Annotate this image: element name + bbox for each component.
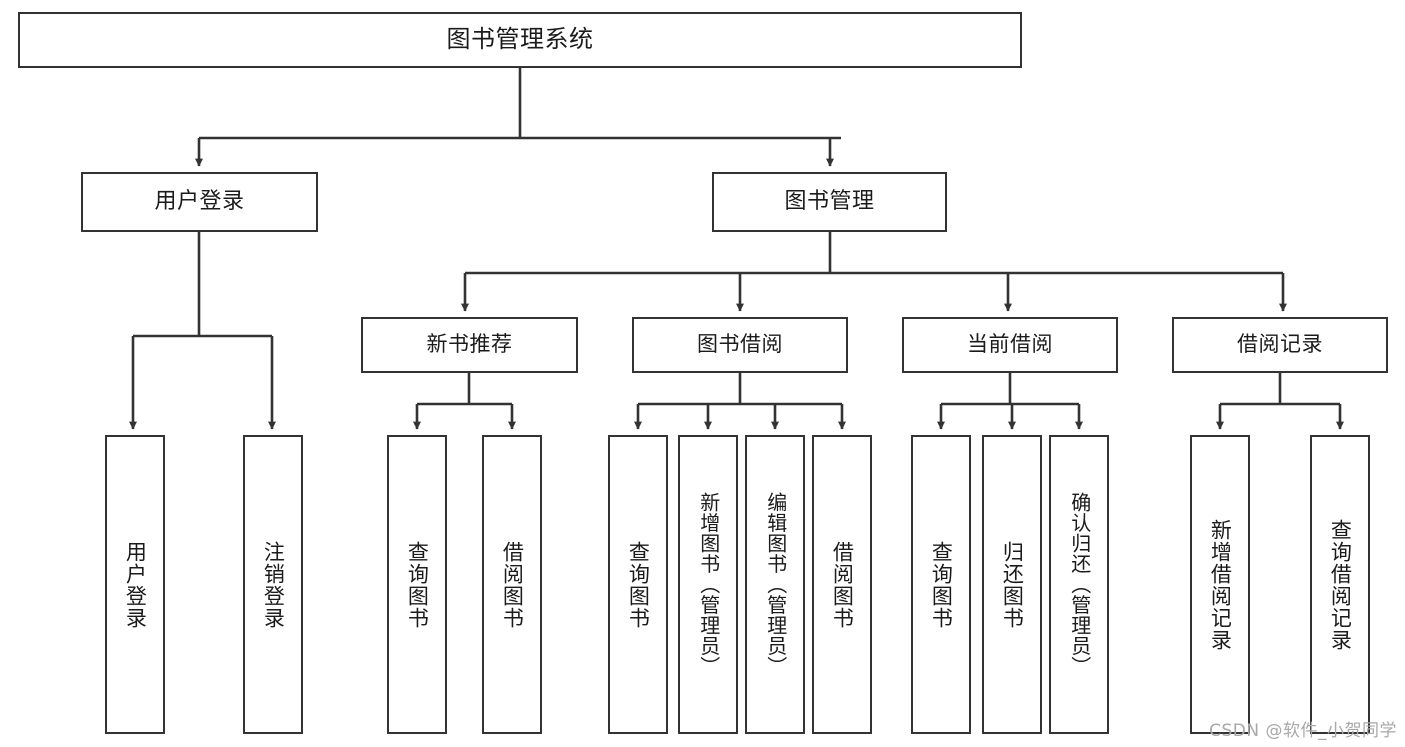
edge-group-current-borrow [937, 373, 1083, 430]
node-leaf-edit-book-admin[interactable]: 编辑图书（管理员） [745, 435, 805, 734]
node-leaf-borrow-book-1-label: 借阅图书 [500, 540, 525, 629]
node-book-manage[interactable]: 图书管理 [712, 172, 947, 232]
node-leaf-add-record[interactable]: 新增借阅记录 [1190, 435, 1250, 734]
node-book-borrow[interactable]: 图书借阅 [632, 317, 848, 373]
node-book-manage-label: 图书管理 [784, 188, 875, 214]
node-current-borrow-label: 当前借阅 [967, 332, 1053, 357]
node-borrow-record-label: 借阅记录 [1237, 332, 1323, 357]
node-leaf-borrow-book-1[interactable]: 借阅图书 [482, 435, 542, 734]
node-leaf-add-book-admin-label: 新增图书（管理员） [696, 492, 721, 677]
node-leaf-query-book-3-label: 查询图书 [929, 540, 954, 629]
node-leaf-user-login-label: 用户登录 [123, 540, 148, 629]
node-user-login[interactable]: 用户登录 [81, 172, 318, 232]
node-leaf-return-book[interactable]: 归还图书 [982, 435, 1042, 734]
node-book-borrow-label: 图书借阅 [697, 332, 783, 357]
node-leaf-query-record[interactable]: 查询借阅记录 [1310, 435, 1370, 734]
edge-group-user-login [129, 232, 276, 430]
node-leaf-query-book-3[interactable]: 查询图书 [911, 435, 971, 734]
node-leaf-confirm-return-admin[interactable]: 确认归还（管理员） [1049, 435, 1109, 734]
node-new-book-recommend-label: 新书推荐 [426, 332, 513, 357]
edge-group-borrow-record [1216, 373, 1344, 430]
node-leaf-borrow-book-2[interactable]: 借阅图书 [812, 435, 872, 734]
edge-group-new-book-recommend [413, 373, 516, 430]
node-user-login-label: 用户登录 [154, 188, 245, 214]
node-new-book-recommend[interactable]: 新书推荐 [361, 317, 578, 373]
node-leaf-add-record-label: 新增借阅记录 [1208, 518, 1233, 651]
node-root-label: 图书管理系统 [446, 25, 594, 54]
node-leaf-user-login[interactable]: 用户登录 [105, 435, 165, 734]
node-leaf-query-book-2[interactable]: 查询图书 [608, 435, 668, 734]
edge-group-root [195, 68, 841, 167]
edge-group-book-borrow [634, 373, 846, 430]
node-current-borrow[interactable]: 当前借阅 [902, 317, 1118, 373]
node-leaf-borrow-book-2-label: 借阅图书 [830, 540, 855, 629]
node-leaf-query-book-1-label: 查询图书 [405, 540, 430, 629]
node-root[interactable]: 图书管理系统 [18, 12, 1022, 68]
node-leaf-add-book-admin[interactable]: 新增图书（管理员） [678, 435, 738, 734]
node-leaf-query-book-1[interactable]: 查询图书 [387, 435, 447, 734]
node-leaf-query-record-label: 查询借阅记录 [1328, 518, 1353, 651]
edge-group-book-manage [461, 232, 1287, 312]
node-leaf-logout-label: 注销登录 [261, 540, 286, 629]
node-leaf-edit-book-admin-label: 编辑图书（管理员） [763, 492, 788, 677]
node-leaf-confirm-return-admin-label: 确认归还（管理员） [1067, 492, 1092, 677]
node-borrow-record[interactable]: 借阅记录 [1172, 317, 1388, 373]
node-leaf-logout[interactable]: 注销登录 [243, 435, 303, 734]
node-leaf-query-book-2-label: 查询图书 [626, 540, 651, 629]
node-leaf-return-book-label: 归还图书 [1000, 540, 1025, 629]
